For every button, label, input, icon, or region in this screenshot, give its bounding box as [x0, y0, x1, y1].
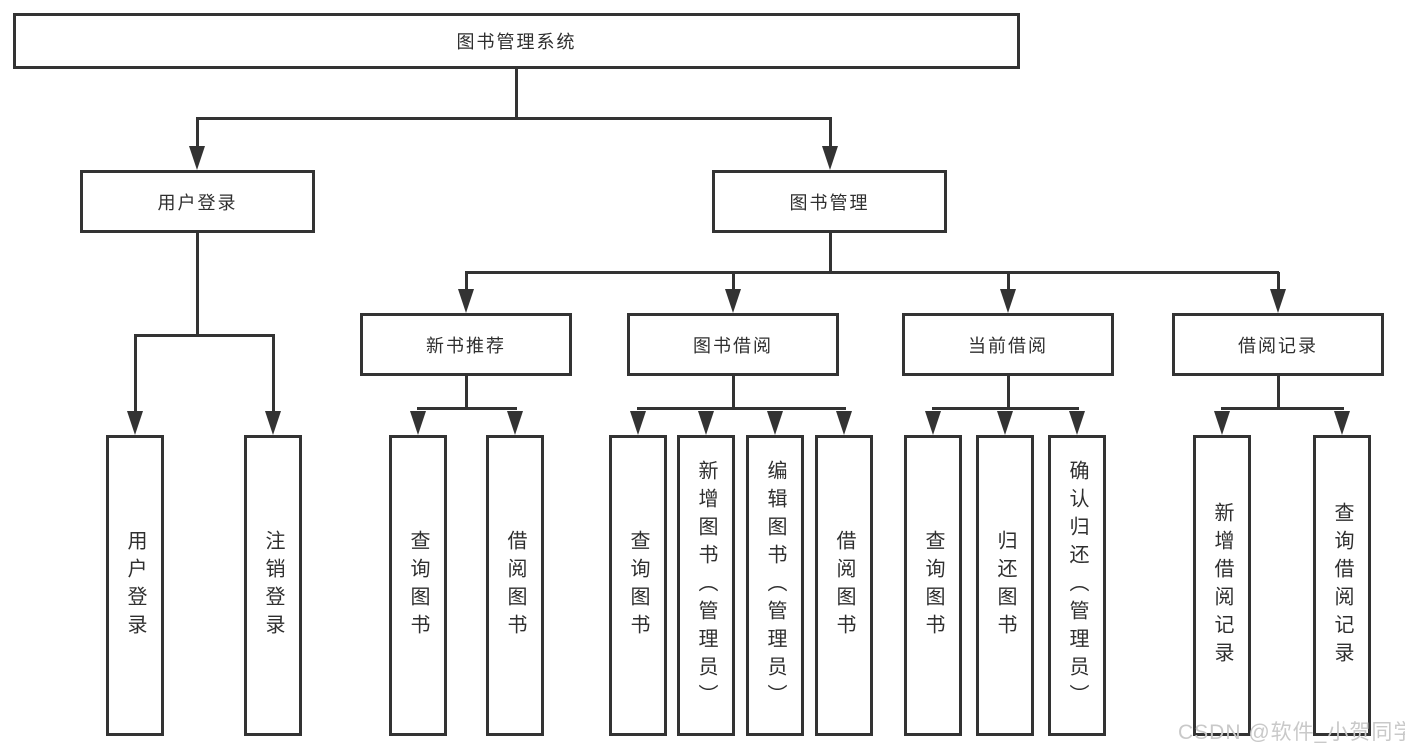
node-label: 借阅图书: [833, 529, 855, 642]
connector-arrowhead: [189, 146, 205, 170]
node-leaf-query-books-newbook: 查询图书: [389, 435, 447, 736]
node-label: 新增借阅记录: [1211, 501, 1233, 670]
node-label: 借阅图书: [504, 529, 526, 642]
connector-arrowhead: [836, 411, 852, 435]
node-leaf-borrow-books-newbook: 借阅图书: [486, 435, 544, 736]
connector-line: [1007, 272, 1010, 292]
connector-arrowhead: [1069, 411, 1085, 435]
connector-arrowhead: [630, 411, 646, 435]
connector-arrowhead: [1270, 289, 1286, 313]
connector-line: [196, 232, 199, 337]
node-label: 确认归还（管理员）: [1066, 459, 1088, 712]
connector-line: [465, 271, 1279, 274]
connector-line: [829, 232, 832, 274]
connector-arrowhead: [410, 411, 426, 435]
node-label: 查询借阅记录: [1331, 501, 1353, 670]
node-label: 当前借阅: [968, 335, 1048, 356]
node-label: 用户登录: [157, 192, 238, 213]
connector-arrowhead: [507, 411, 523, 435]
node-leaf-edit-book-admin: 编辑图书（管理员）: [746, 435, 804, 736]
node-label: 归还图书: [994, 529, 1016, 642]
node-leaf-logout: 注销登录: [244, 435, 302, 736]
connector-line: [134, 334, 275, 337]
watermark: CSDN @软件_小贺同学: [1178, 721, 1405, 744]
connector-line: [1277, 272, 1280, 292]
connector-line: [637, 407, 846, 410]
connector-line: [932, 407, 1079, 410]
connector-line: [1221, 407, 1344, 410]
connector-arrowhead: [1214, 411, 1230, 435]
node-leaf-query-borrow-record: 查询借阅记录: [1313, 435, 1371, 736]
node-book-borrow: 图书借阅: [627, 313, 839, 376]
node-borrow-records: 借阅记录: [1172, 313, 1384, 376]
node-label: 编辑图书（管理员）: [764, 459, 786, 712]
connector-line: [417, 407, 517, 410]
node-root: 图书管理系统: [13, 13, 1020, 69]
connector-arrowhead: [1334, 411, 1350, 435]
connector-arrowhead: [1000, 289, 1016, 313]
connector-line: [732, 272, 735, 292]
node-leaf-add-borrow-record: 新增借阅记录: [1193, 435, 1251, 736]
connector-line: [196, 117, 832, 120]
node-leaf-return-books: 归还图书: [976, 435, 1034, 736]
connector-arrowhead: [698, 411, 714, 435]
node-label: 查询图书: [922, 529, 944, 642]
node-new-book-recommend: 新书推荐: [360, 313, 572, 376]
node-leaf-add-book-admin: 新增图书（管理员）: [677, 435, 735, 736]
node-label: 新增图书（管理员）: [695, 459, 717, 712]
connector-line: [465, 375, 468, 410]
connector-line: [829, 118, 832, 150]
connector-arrowhead: [997, 411, 1013, 435]
node-label: 图书管理: [789, 192, 870, 213]
node-leaf-user-login: 用户登录: [106, 435, 164, 736]
node-label: 图书管理系统: [456, 32, 577, 52]
connector-line: [1007, 375, 1010, 410]
connector-arrowhead: [127, 411, 143, 435]
connector-line: [515, 68, 518, 120]
node-book-management: 图书管理: [712, 170, 947, 233]
node-leaf-query-books-current: 查询图书: [904, 435, 962, 736]
connector-arrowhead: [767, 411, 783, 435]
connector-arrowhead: [925, 411, 941, 435]
connector-line: [134, 335, 137, 413]
connector-line: [196, 118, 199, 150]
connector-line: [465, 272, 468, 292]
connector-line: [272, 335, 275, 413]
connector-line: [732, 375, 735, 410]
node-label: 注销登录: [262, 529, 284, 642]
node-current-borrow: 当前借阅: [902, 313, 1114, 376]
node-label: 查询图书: [407, 529, 429, 642]
node-user-login: 用户登录: [80, 170, 315, 233]
node-leaf-borrow-books-borrow: 借阅图书: [815, 435, 873, 736]
node-label: 用户登录: [124, 529, 146, 642]
node-leaf-query-books-borrow: 查询图书: [609, 435, 667, 736]
connector-arrowhead: [725, 289, 741, 313]
connector-arrowhead: [265, 411, 281, 435]
connector-arrowhead: [822, 146, 838, 170]
connector-line: [1277, 375, 1280, 410]
node-label: 借阅记录: [1238, 335, 1318, 356]
node-label: 查询图书: [627, 529, 649, 642]
node-leaf-confirm-return-admin: 确认归还（管理员）: [1048, 435, 1106, 736]
node-label: 新书推荐: [426, 335, 506, 356]
node-label: 图书借阅: [693, 335, 773, 356]
connector-arrowhead: [458, 289, 474, 313]
